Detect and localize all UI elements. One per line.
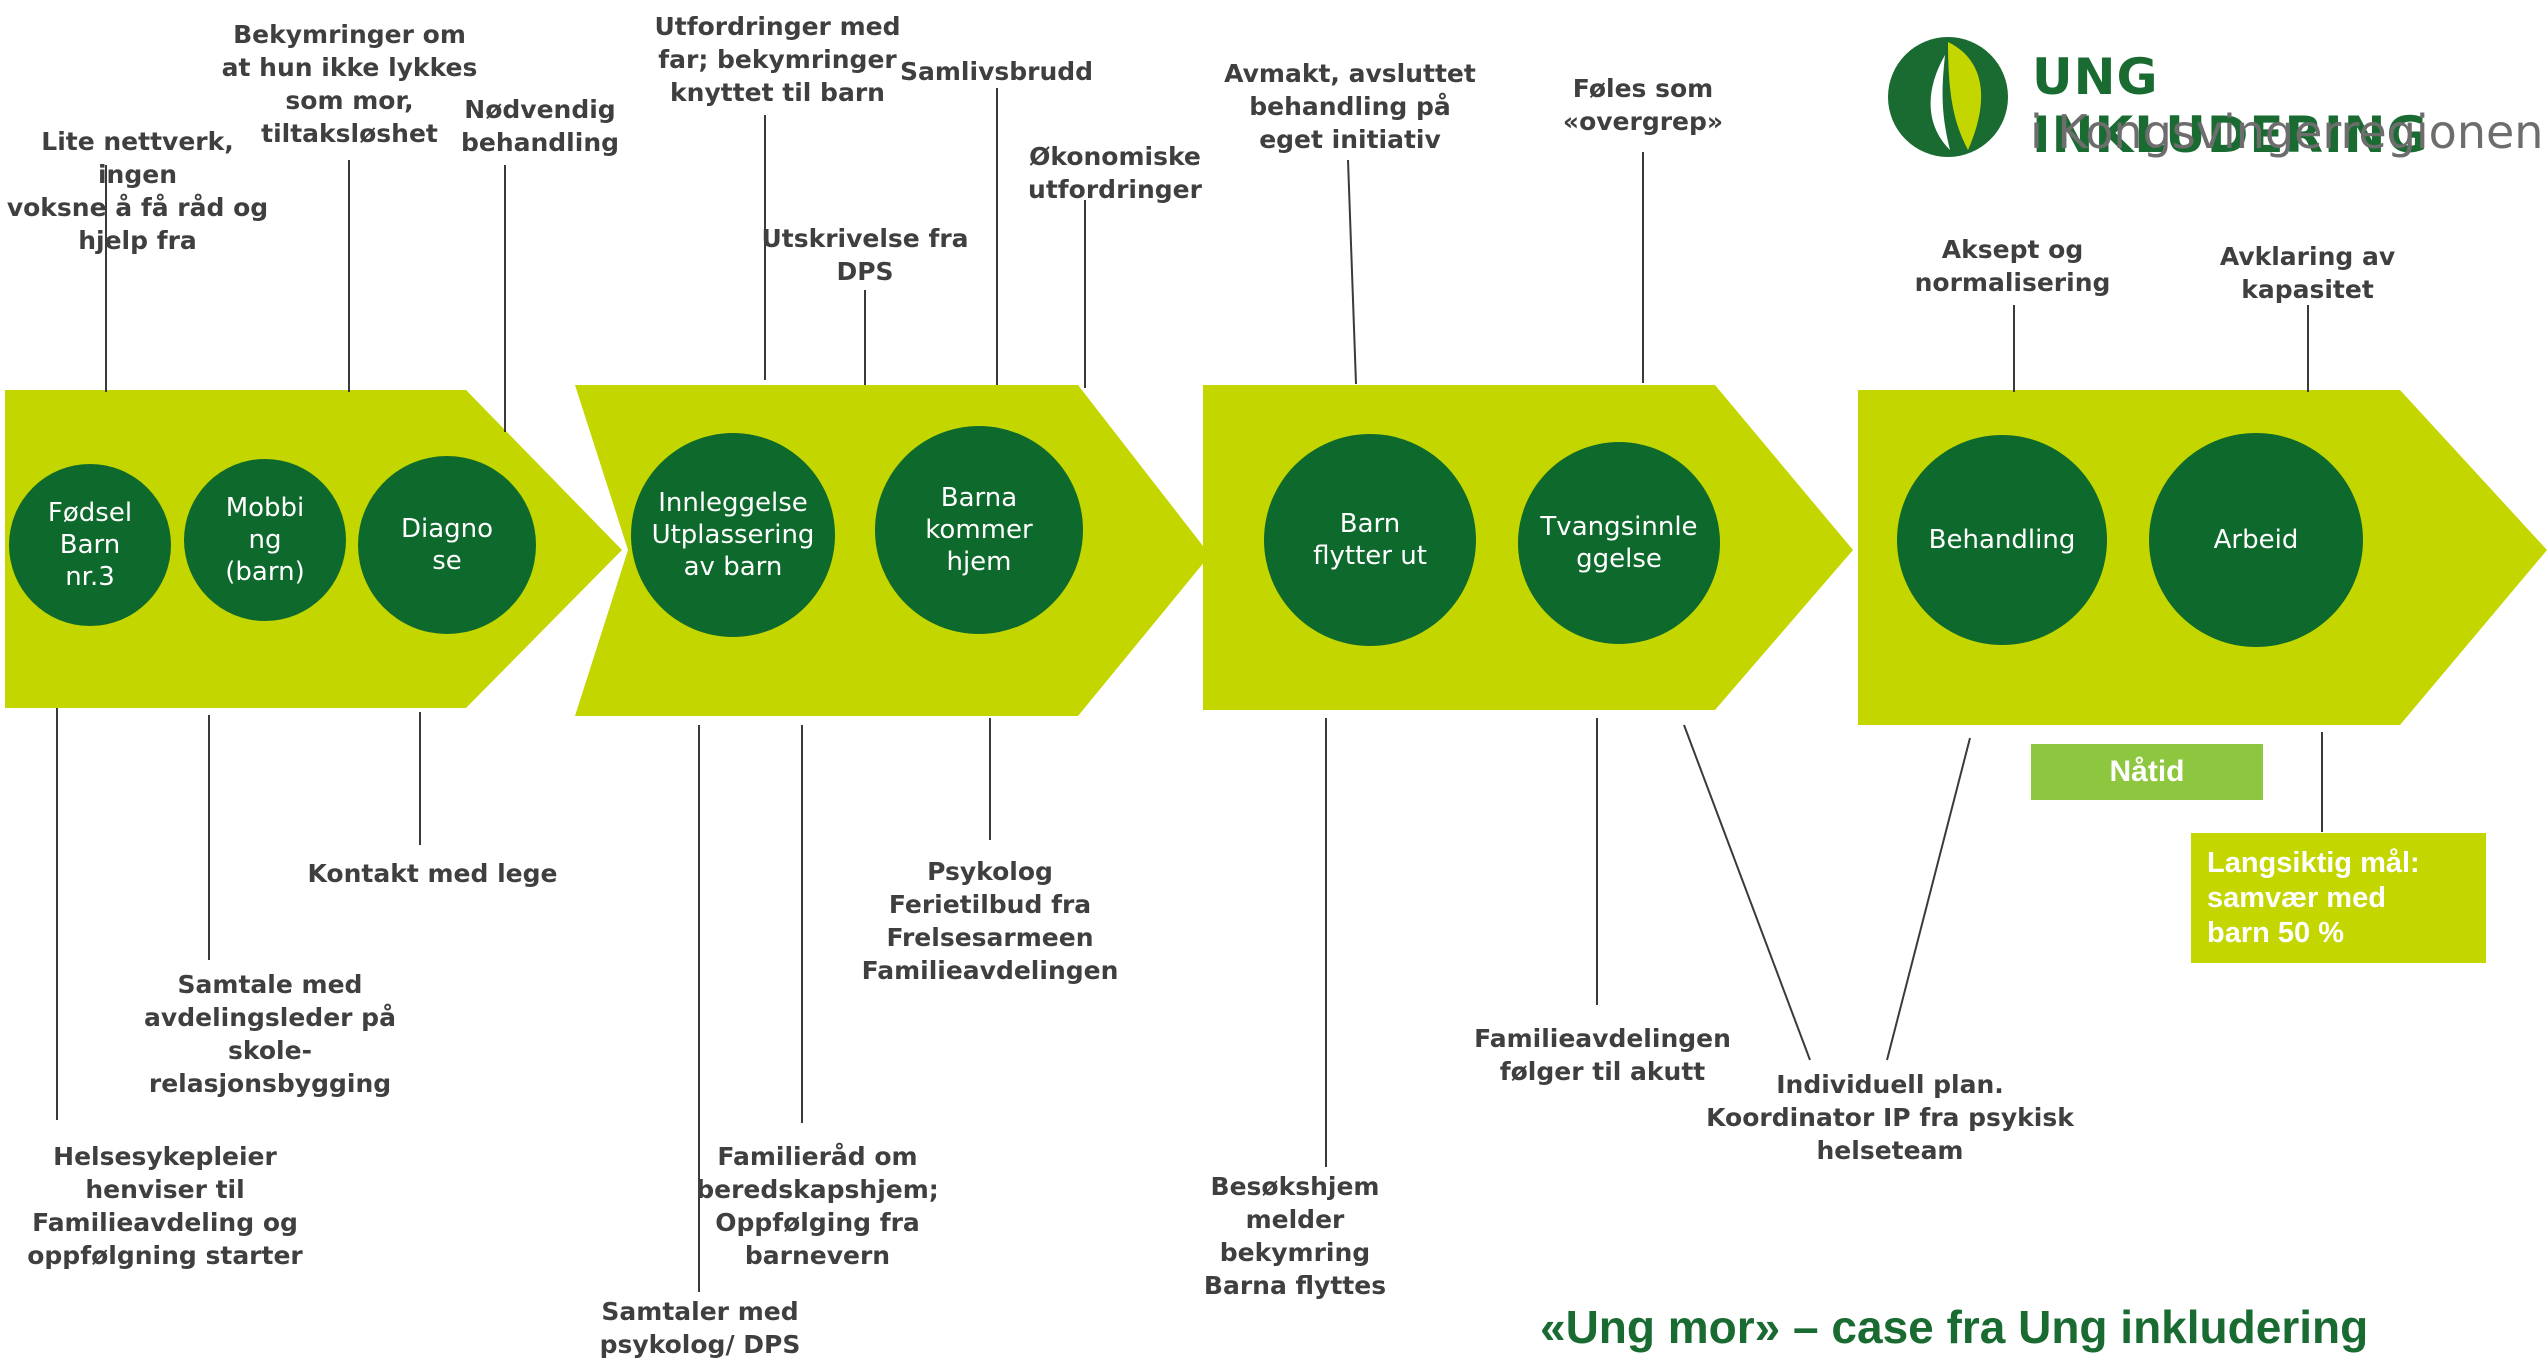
top-label-bekymringer-mor: Bekymringer om at hun ikke lykkes som mo…: [221, 20, 478, 148]
circle-mobbing: [184, 459, 346, 621]
circle-label-fodsel: Fødsel Barn nr.3: [47, 498, 133, 592]
circle-label-diagnose: Diagno se: [400, 514, 494, 576]
logo-subtitle: i Kongsvingerregionen: [2030, 105, 2544, 159]
top-label-utskrivelse-dps: Utskrivelse fra DPS: [761, 224, 969, 286]
face-leaf-logo-icon: [1888, 37, 2008, 157]
bottom-label-kontakt-lege: Kontakt med lege: [307, 859, 558, 888]
top-label-foles-som-overgrep: Føles som «overgrep»: [1562, 74, 1724, 136]
circle-diagnose: [358, 456, 536, 634]
circle-tvangsinnleggelse: [1518, 442, 1720, 644]
top-label-avklaring: Avklaring av kapasitet: [2219, 242, 2396, 304]
circle-fodsel: [9, 464, 171, 626]
bottom-label-familierad: Familieråd om beredskapshjem; Oppfølging…: [696, 1142, 939, 1270]
circle-label-barna-kommer-hjem: Barna kommer hjem: [925, 483, 1033, 577]
top-label-nettverk: Lite nettverk, ingen voksne å få råd og …: [6, 127, 269, 255]
bottom-label-individuell-plan: Individuell plan. Koordinator IP fra psy…: [1706, 1070, 2074, 1165]
circle-label-behandling: Behandling: [1928, 525, 2076, 555]
top-label-avmakt: Avmakt, avsluttet behandling på eget ini…: [1224, 59, 1476, 154]
phase-circles: [9, 426, 2363, 647]
circle-arbeid: [2149, 433, 2363, 647]
circle-innleggelse: [631, 433, 835, 637]
long-term-goal-box: Langsiktig mål: samvær med barn 50 %: [2191, 833, 2486, 963]
top-label-okonomiske: Økonomiske utfordringer: [1028, 142, 1202, 204]
circle-label-barn-flytter-ut: Barn flytter ut: [1313, 509, 1427, 571]
circle-label-innleggelse: Innleggelse Utplassering av barn: [651, 488, 815, 582]
bottom-label-samtaler-psykolog: Samtaler med psykolog/ DPS: [599, 1297, 801, 1359]
now-box: Nåtid: [2031, 744, 2263, 800]
bottom-label-psykolog-ferietilbud: Psykolog Ferietilbud fra Frelsesarmeen F…: [861, 857, 1119, 985]
bottom-label-familieavdelingen-akutt: Familieavdelingen følger til akutt: [1474, 1024, 1731, 1086]
circle-label-mobbing: Mobbi ng (barn): [225, 493, 305, 587]
top-label-nodvendig-behandling: Nødvendig behandling: [460, 95, 620, 157]
logo-title: UNG INKLUDERING: [2032, 48, 2429, 164]
top-label-aksept: Aksept og normalisering: [1914, 235, 2111, 297]
circle-label-arbeid: Arbeid: [2213, 525, 2299, 555]
top-label-utfordringer-far: Utfordringer med far; bekymringer knytte…: [654, 12, 901, 107]
bottom-label-samtale-avdelingsleder: Samtale med avdelingsleder på skole- rel…: [144, 970, 396, 1098]
circle-behandling: [1897, 435, 2107, 645]
footer-title: «Ung mor» – case fra Ung inkludering: [1540, 1301, 2369, 1353]
circle-barn-flytter-ut: [1264, 434, 1476, 646]
circle-label-tvangsinnleggelse: Tvangsinnle ggelse: [1540, 512, 1698, 574]
top-label-samlivsbrudd: Samlivsbrudd: [900, 57, 1094, 86]
bottom-label-besokshjem: Besøkshjem melder bekymring Barna flytte…: [1203, 1172, 1387, 1300]
connector-lines: [56, 88, 2323, 1292]
circle-barna-kommer-hjem: [875, 426, 1083, 634]
bottom-label-helsesykepleier: Helsesykepleier henviser til Familieavde…: [27, 1142, 303, 1270]
